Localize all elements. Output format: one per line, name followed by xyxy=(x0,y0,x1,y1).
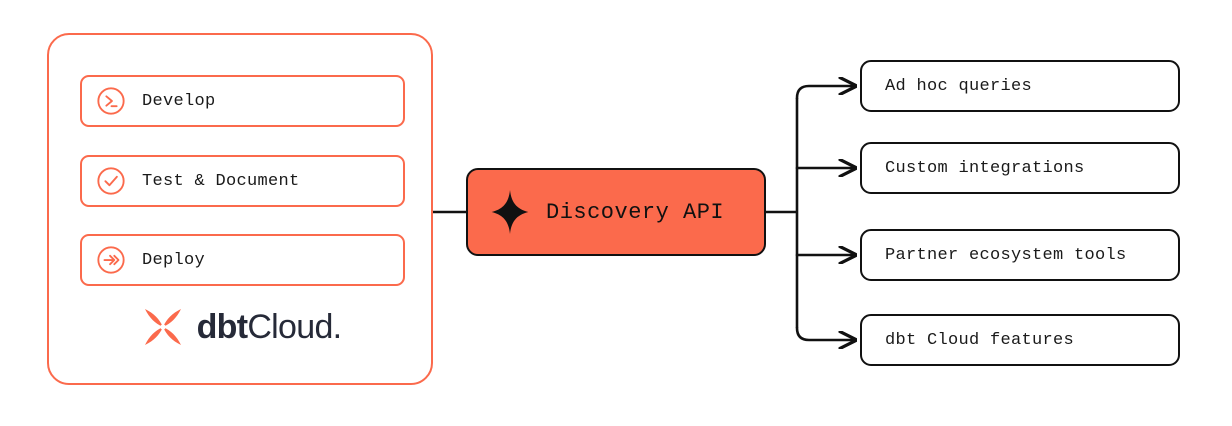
output-box-dbt-cloud-features[interactable]: dbt Cloud features xyxy=(860,314,1180,366)
output-box-ad-hoc-queries[interactable]: Ad hoc queries xyxy=(860,60,1180,112)
output-box-custom-integrations[interactable]: Custom integrations xyxy=(860,142,1180,194)
stage-label-deploy: Deploy xyxy=(142,250,206,270)
wire-branch-1 xyxy=(795,86,855,100)
dbt-logo-mark-icon xyxy=(144,309,181,345)
fast-forward-arrow-icon xyxy=(97,246,125,274)
output-label-ad-hoc-queries: Ad hoc queries xyxy=(885,76,1033,96)
dbt-cloud-panel: Develop Test & Document Deploy xyxy=(47,33,433,385)
logo-trailing-dot: . xyxy=(332,308,342,346)
dbt-cloud-wordmark: dbtCloud. xyxy=(196,308,343,346)
discovery-api-label: Discovery API xyxy=(546,199,725,225)
output-box-partner-ecosystem-tools[interactable]: Partner ecosystem tools xyxy=(860,229,1180,281)
logo-word-dbt: dbt xyxy=(196,308,248,346)
dbt-cloud-logo: dbtCloud. xyxy=(49,303,431,351)
sparkle-star-icon xyxy=(491,190,529,234)
terminal-prompt-icon xyxy=(97,87,125,115)
stage-label-develop: Develop xyxy=(142,91,216,111)
stage-item-develop[interactable]: Develop xyxy=(80,75,405,127)
logo-word-cloud: Cloud xyxy=(247,308,333,346)
output-label-dbt-cloud-features: dbt Cloud features xyxy=(885,330,1075,350)
wire-branch-4 xyxy=(795,326,855,340)
output-label-partner-ecosystem-tools: Partner ecosystem tools xyxy=(885,245,1127,265)
discovery-api-node[interactable]: Discovery API xyxy=(466,168,766,256)
stage-item-deploy[interactable]: Deploy xyxy=(80,234,405,286)
check-circle-icon xyxy=(97,167,125,195)
stage-item-test-document[interactable]: Test & Document xyxy=(80,155,405,207)
stage-label-test-document: Test & Document xyxy=(142,171,300,191)
output-label-custom-integrations: Custom integrations xyxy=(885,158,1085,178)
